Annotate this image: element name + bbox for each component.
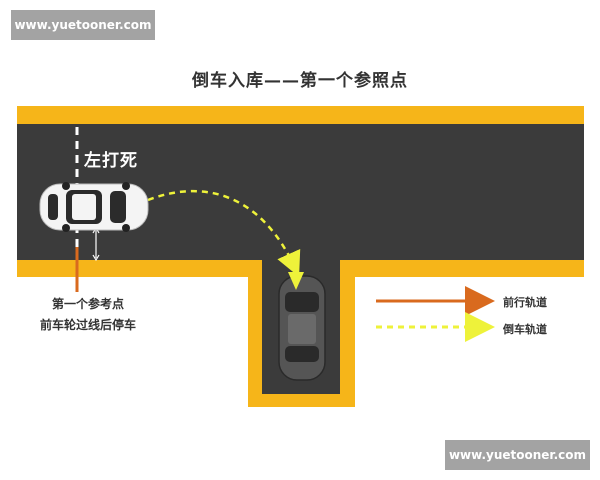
road-label: 左打死 xyxy=(84,151,138,171)
legend-forward-label: 前行轨道 xyxy=(503,296,547,309)
reverse-arrowhead xyxy=(288,272,304,290)
watermark-top: www.yuetooner.com xyxy=(11,10,155,40)
car-gray xyxy=(278,275,326,381)
watermark-bottom: www.yuetooner.com xyxy=(445,440,590,470)
car-white xyxy=(39,182,149,232)
reference-note-line2: 前车轮过线后停车 xyxy=(39,318,136,332)
diagram-title: 倒车入库——第一个参照点 xyxy=(192,71,408,91)
reverse-trajectory xyxy=(147,189,301,277)
road-surface xyxy=(17,124,584,394)
reference-note-line1: 第一个参考点 xyxy=(51,297,124,311)
reference-note: 第一个参考点 前车轮过线后停车 xyxy=(20,294,156,336)
legend-reverse-label: 倒车轨道 xyxy=(503,323,547,336)
